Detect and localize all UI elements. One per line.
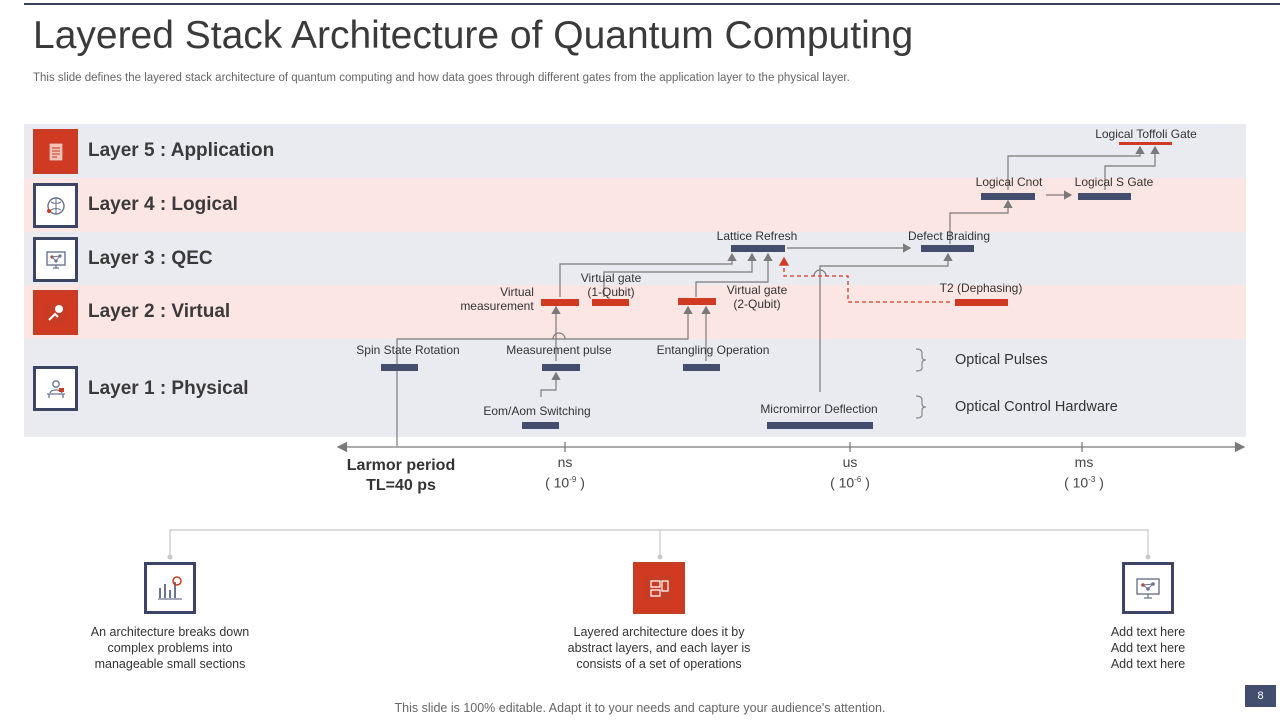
layer-3-label: Layer 3 : QEC	[88, 248, 213, 269]
larmor-line-1: Larmor period	[346, 457, 456, 474]
layer-1-label: Layer 1 : Physical	[88, 378, 249, 399]
optical-pulses-label: Optical Pulses	[955, 352, 1048, 368]
axis-tick-exp: -9	[569, 475, 577, 484]
axis-tick-ns: ns ( 10-9 )	[525, 454, 605, 492]
optical-control-hardware-label: Optical Control Hardware	[955, 399, 1118, 415]
page-title: Layered Stack Architecture of Quantum Co…	[33, 14, 914, 57]
logical-s-label: Logical S Gate	[1074, 175, 1154, 189]
bottom-text-line: complex problems into	[107, 641, 233, 655]
axis-tick-ms: ms ( 10-3 )	[1044, 454, 1124, 492]
axis-tick-unit: ns	[557, 454, 573, 470]
spin-state-rotation-label: Spin State Rotation	[356, 343, 460, 357]
bottom-text-line: abstract layers, and each layer is	[567, 641, 751, 655]
page-number: 8	[1245, 685, 1276, 707]
layer-4-label: Layer 4 : Logical	[88, 194, 238, 215]
hand-touch-icon	[33, 290, 78, 335]
virtual-measurement-label-2: measurement	[460, 299, 534, 313]
axis-tick-unit: us	[842, 454, 858, 470]
axis-tick-base: ( 10	[545, 474, 570, 491]
larmor-line-2: TL=40 ps	[366, 477, 436, 494]
computer-network-icon	[1122, 562, 1174, 614]
layer-2-label: Layer 2 : Virtual	[88, 301, 231, 322]
layer-5-label: Layer 5 : Application	[88, 140, 275, 161]
chart-gear-icon	[144, 562, 196, 614]
eom-aom-switching-label: Eom/Aom Switching	[483, 404, 591, 418]
axis-tick-us: us ( 10-6 )	[810, 454, 890, 492]
bottom-text-line: Add text here	[1110, 625, 1186, 639]
desk-user-icon	[33, 366, 78, 411]
band-layer-5	[24, 124, 1246, 178]
logical-s-bar	[1078, 193, 1131, 200]
axis-tick-close: )	[861, 474, 870, 491]
virtual-measurement-label-1: Virtual	[500, 285, 534, 299]
bottom-text-line: manageable small sections	[94, 657, 246, 671]
defect-braiding-label: Defect Braiding	[907, 229, 991, 243]
top-divider	[24, 3, 1280, 5]
bottom-text-line: Layered architecture does it by	[573, 625, 745, 639]
logical-cnot-bar	[981, 193, 1035, 200]
axis-tick-base: ( 10	[1064, 474, 1089, 491]
logical-toffoli-label: Logical Toffoli Gate	[1095, 127, 1197, 141]
virtual-gate-1q-label-2: (1-Qubit)	[587, 285, 635, 299]
brain-icon	[33, 183, 78, 228]
virtual-measurement-bar	[541, 299, 579, 306]
footer-note: This slide is 100% editable. Adapt it to…	[394, 701, 886, 715]
logical-toffoli-bar	[1119, 142, 1172, 145]
axis-tick-close: )	[1095, 474, 1104, 491]
micromirror-deflection-bar	[767, 422, 873, 429]
measurement-pulse-bar	[542, 364, 580, 371]
entangling-operation-label: Entangling Operation	[656, 343, 770, 357]
page-subtitle: This slide defines the layered stack arc…	[33, 72, 850, 84]
spin-state-rotation-bar	[381, 364, 418, 371]
axis-tick-exp: -6	[854, 475, 862, 484]
blueprint-icon	[633, 562, 685, 614]
bottom-text-2: Layered architecture does it by abstract…	[530, 624, 788, 672]
lattice-refresh-label: Lattice Refresh	[716, 229, 798, 243]
lattice-refresh-bar	[731, 245, 785, 252]
axis-tick-unit: ms	[1074, 454, 1094, 470]
bottom-text-1: An architecture breaks down complex prob…	[50, 624, 290, 672]
band-layer-2	[24, 285, 1246, 339]
axis-tick-close: )	[576, 474, 585, 491]
bottom-text-line: An architecture breaks down	[90, 625, 250, 639]
virtual-gate-2q-label-1: Virtual gate	[726, 283, 788, 297]
t2-dephasing-label: T2 (Dephasing)	[939, 281, 1023, 295]
virtual-gate-1q-bar	[592, 299, 629, 306]
band-layer-3	[24, 232, 1246, 285]
bottom-text-line: Add text here	[1110, 641, 1186, 655]
logical-cnot-label: Logical Cnot	[975, 175, 1043, 189]
network-monitor-icon	[33, 237, 78, 282]
axis-tick-exp: -3	[1088, 475, 1096, 484]
bottom-text-line: Add text here	[1110, 657, 1186, 671]
defect-braiding-bar	[921, 245, 974, 252]
virtual-gate-1q-label-1: Virtual gate	[580, 271, 642, 285]
micromirror-deflection-label: Micromirror Deflection	[760, 402, 878, 416]
document-icon	[33, 129, 78, 174]
bottom-text-3: Add text here Add text here Add text her…	[1068, 624, 1228, 672]
band-layer-4	[24, 178, 1246, 232]
measurement-pulse-label: Measurement pulse	[506, 343, 612, 357]
bottom-text-line: consists of a set of operations	[576, 657, 742, 671]
t2-dephasing-bar	[955, 299, 1008, 306]
entangling-operation-bar	[683, 364, 720, 371]
eom-aom-switching-bar	[522, 422, 559, 429]
axis-tick-base: ( 10	[830, 474, 855, 491]
virtual-gate-2q-label-2: (2-Qubit)	[733, 297, 781, 311]
larmor-period-label: Larmor period TL=40 ps	[320, 456, 482, 496]
virtual-gate-2q-bar	[678, 298, 716, 305]
band-layer-1	[24, 339, 1246, 437]
